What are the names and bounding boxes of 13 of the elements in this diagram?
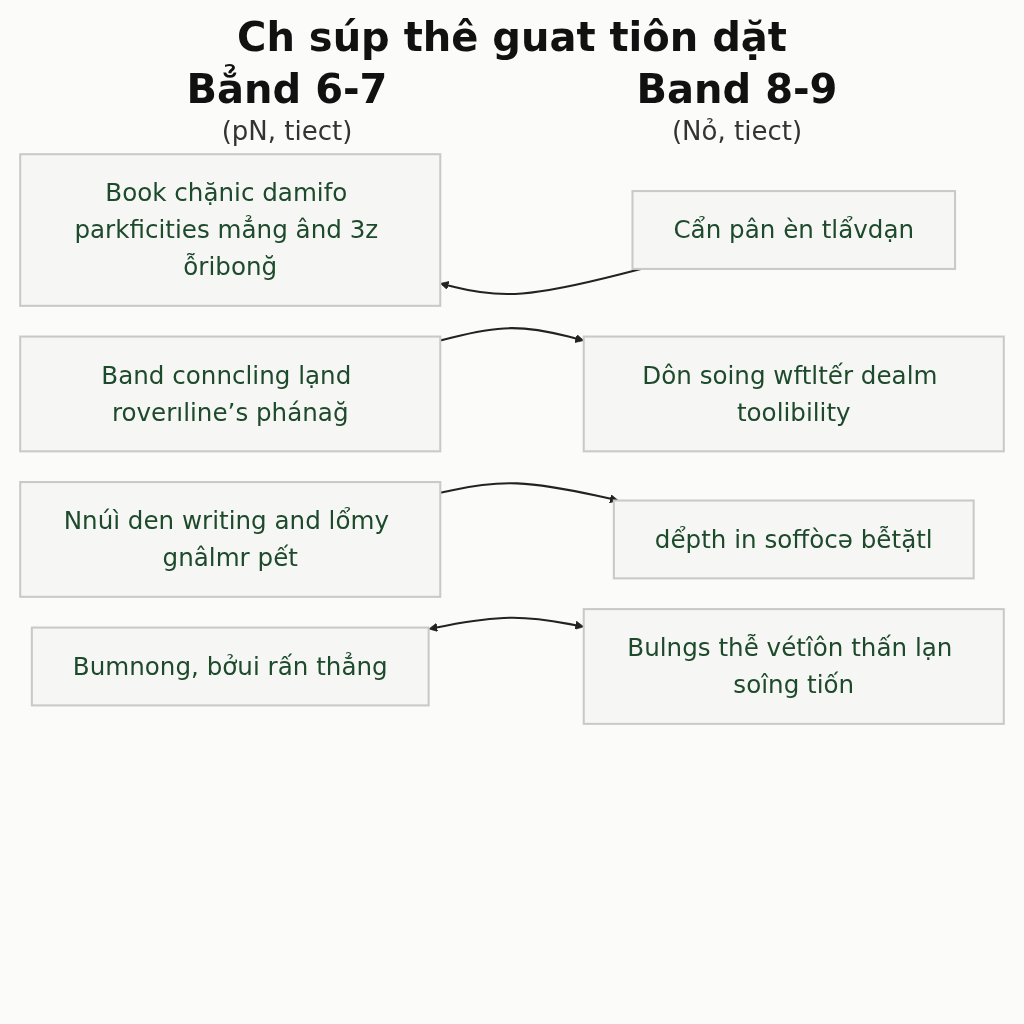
- node-box: Bumnong, bởui rấn thẳng: [30, 626, 430, 707]
- node-box: Dôn soing wftltếr dealm toolibility: [582, 335, 1005, 453]
- column-subheading: (pN, tiect): [220, 116, 354, 146]
- node-box: Nnúì den writing and lổmy gnâlmr pết: [19, 481, 442, 598]
- node-box: dểpth in soffòcə bễtặtl: [612, 499, 975, 580]
- column-heading: Bẳnd 6-7: [185, 66, 389, 112]
- node-box: Book chặnic damifo parkficities mẳng ând 3z ỗribonğ: [19, 153, 442, 307]
- node-box: Band conncling lạnd roverıline’s phánağ: [19, 335, 442, 453]
- title: Ch súp thê guat tiôn dặt: [237, 14, 787, 60]
- node-box: Cẩn pân èn tlẩvdạn: [631, 190, 957, 270]
- column-subheading: (Nỏ, tiect): [670, 116, 804, 146]
- column-heading: Band 8-9: [635, 66, 839, 112]
- node-box: Bulngs thễ vétîôn thấn lạn soîng tiốn: [582, 608, 1005, 725]
